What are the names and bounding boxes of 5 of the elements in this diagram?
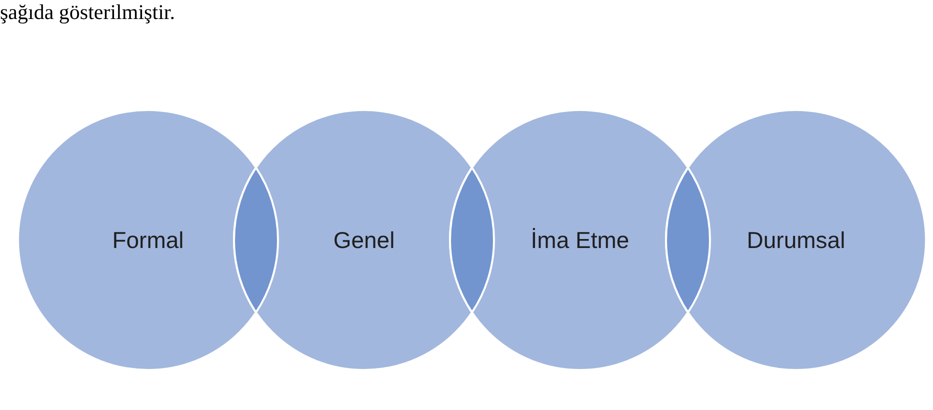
body-text: şağıda gösterilmiştir. — [0, 0, 175, 24]
circle-label: Durumsal — [746, 226, 846, 255]
circle-label: Genel — [333, 226, 395, 255]
circle-label: İma Etme — [530, 226, 630, 255]
circle-label: Formal — [112, 226, 184, 255]
